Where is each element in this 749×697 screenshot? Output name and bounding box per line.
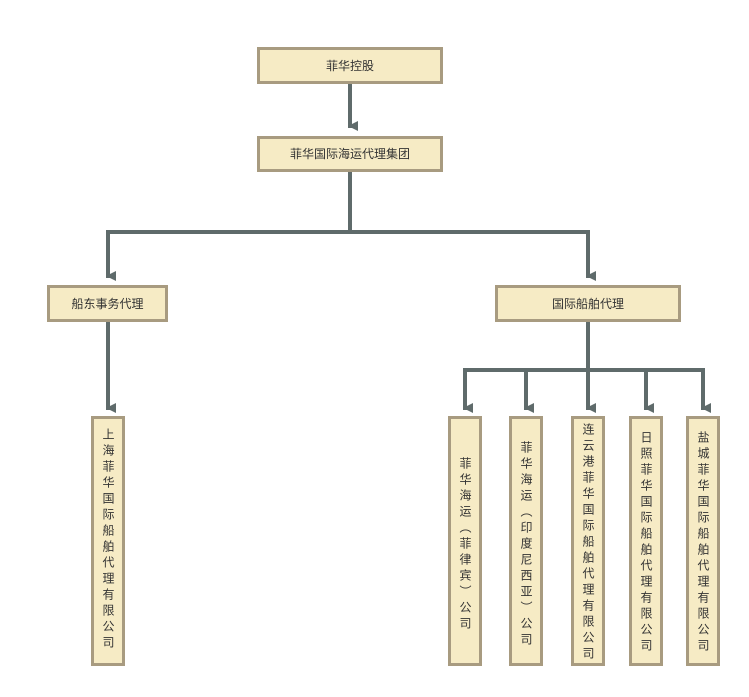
node-branch-right: 国际船舶代理 <box>495 285 681 322</box>
node-leaf-yancheng-label: 盐城菲华国际船舶代理有限公司 <box>696 431 710 655</box>
node-branch-left-label: 船东事务代理 <box>71 296 144 311</box>
node-leaf-indonesia: 菲华海运（印度尼西亚）公司 <box>509 416 543 666</box>
node-leaf-philippines: 菲华海运（菲律宾）公司 <box>448 416 482 666</box>
node-leaf-lianyungang: 连云港菲华国际船舶代理有限公司 <box>571 416 605 666</box>
node-leaf-yancheng: 盐城菲华国际船舶代理有限公司 <box>686 416 720 666</box>
node-root: 菲华控股 <box>257 47 443 84</box>
node-leaf-lianyungang-label: 连云港菲华国际船舶代理有限公司 <box>581 423 595 663</box>
node-leaf-rizhao: 日照菲华国际船舶代理有限公司 <box>629 416 663 666</box>
node-branch-left: 船东事务代理 <box>47 285 168 322</box>
node-leaf-rizhao-label: 日照菲华国际船舶代理有限公司 <box>639 431 653 655</box>
node-root-label: 菲华控股 <box>325 58 374 73</box>
node-leaf-shanghai: 上海菲华国际船舶代理有限公司 <box>91 416 125 666</box>
node-leaf-indonesia-label: 菲华海运（印度尼西亚）公司 <box>519 441 533 649</box>
node-group: 菲华国际海运代理集团 <box>257 136 443 172</box>
node-leaf-shanghai-label: 上海菲华国际船舶代理有限公司 <box>101 428 115 652</box>
node-branch-right-label: 国际船舶代理 <box>551 296 624 311</box>
node-leaf-philippines-label: 菲华海运（菲律宾）公司 <box>458 457 472 633</box>
node-group-label: 菲华国际海运代理集团 <box>289 147 410 161</box>
